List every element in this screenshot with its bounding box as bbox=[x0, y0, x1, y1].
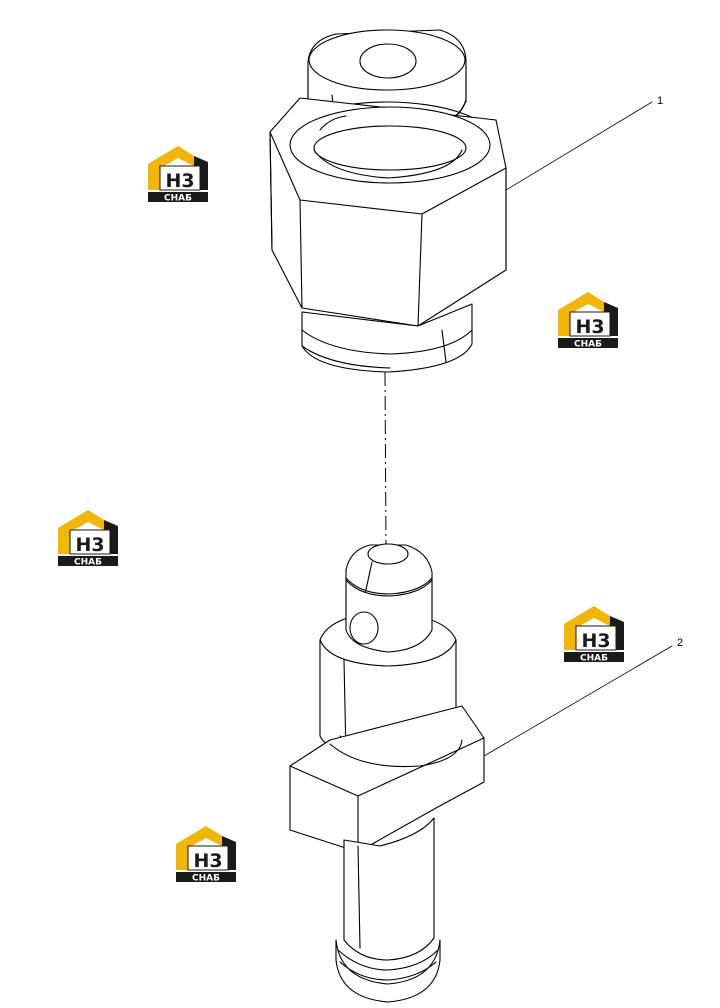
watermark-logo: H3 СНАБ bbox=[57, 509, 119, 568]
callout-2: 2 bbox=[483, 637, 683, 757]
part-1-fitting bbox=[269, 29, 507, 373]
watermark-logo: H3 СНАБ bbox=[563, 605, 625, 664]
watermark-mark: H3 bbox=[165, 170, 194, 192]
center-line bbox=[384, 371, 387, 549]
callout-1-label: 1 bbox=[657, 95, 663, 107]
watermark-mark: H3 bbox=[575, 316, 604, 338]
callout-2-label: 2 bbox=[677, 637, 683, 649]
watermark-name: СНАБ bbox=[574, 340, 602, 350]
watermark-logo: H3 СНАБ bbox=[175, 825, 237, 884]
watermark-mark: H3 bbox=[75, 534, 104, 556]
watermark-name: СНАБ bbox=[192, 874, 220, 884]
callout-1: 1 bbox=[505, 95, 663, 191]
part-2-nozzle bbox=[289, 543, 485, 1003]
watermark-name: СНАБ bbox=[164, 194, 192, 204]
watermark-name: СНАБ bbox=[74, 558, 102, 568]
watermark-mark: H3 bbox=[193, 850, 222, 872]
watermark-name: СНАБ bbox=[580, 654, 608, 664]
watermark-logo: H3 СНАБ bbox=[557, 291, 619, 350]
watermark-logo: H3 СНАБ bbox=[147, 145, 209, 204]
watermark-mark: H3 bbox=[581, 630, 610, 652]
